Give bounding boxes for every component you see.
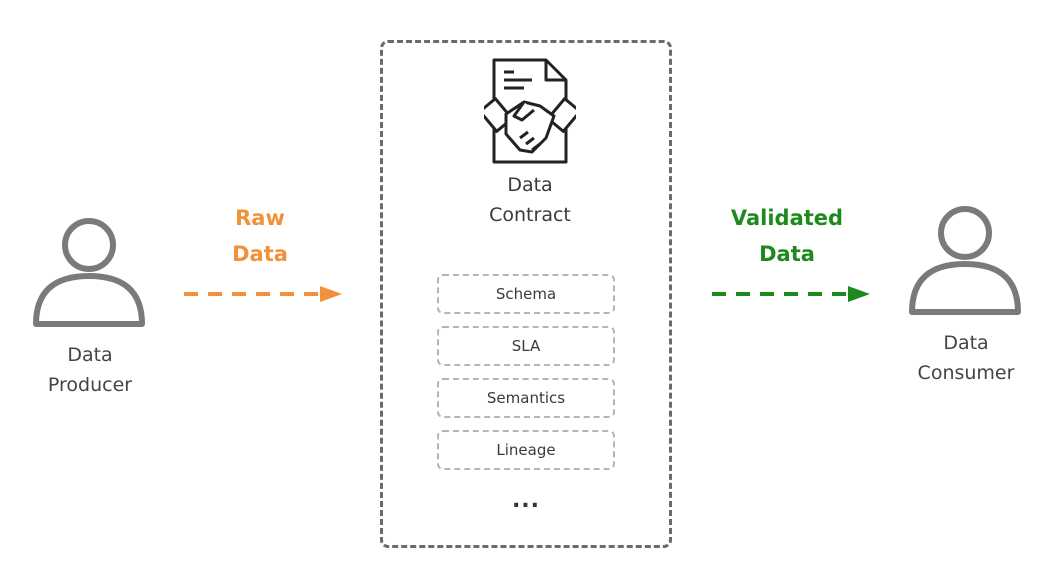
contract-item-lineage: Lineage xyxy=(437,430,615,470)
consumer-user-icon xyxy=(909,206,1021,315)
producer-label: Data Producer xyxy=(47,344,133,396)
contract-more-items: ... xyxy=(511,488,541,513)
producer-user-icon xyxy=(33,218,145,327)
raw-data-label: Raw Data xyxy=(232,206,288,266)
contract-item-schema: Schema xyxy=(437,274,615,314)
contract-item-semantics: Semantics xyxy=(437,378,615,418)
contract-handshake-icon xyxy=(484,58,576,164)
data-contract-box xyxy=(380,40,672,548)
validated-data-arrow xyxy=(712,286,870,302)
contract-item-sla: SLA xyxy=(437,326,615,366)
contract-title: Data Contract xyxy=(489,174,571,226)
consumer-label: Data Consumer xyxy=(917,332,1015,384)
raw-data-arrow xyxy=(184,286,342,302)
validated-data-label: Validated Data xyxy=(730,206,844,266)
